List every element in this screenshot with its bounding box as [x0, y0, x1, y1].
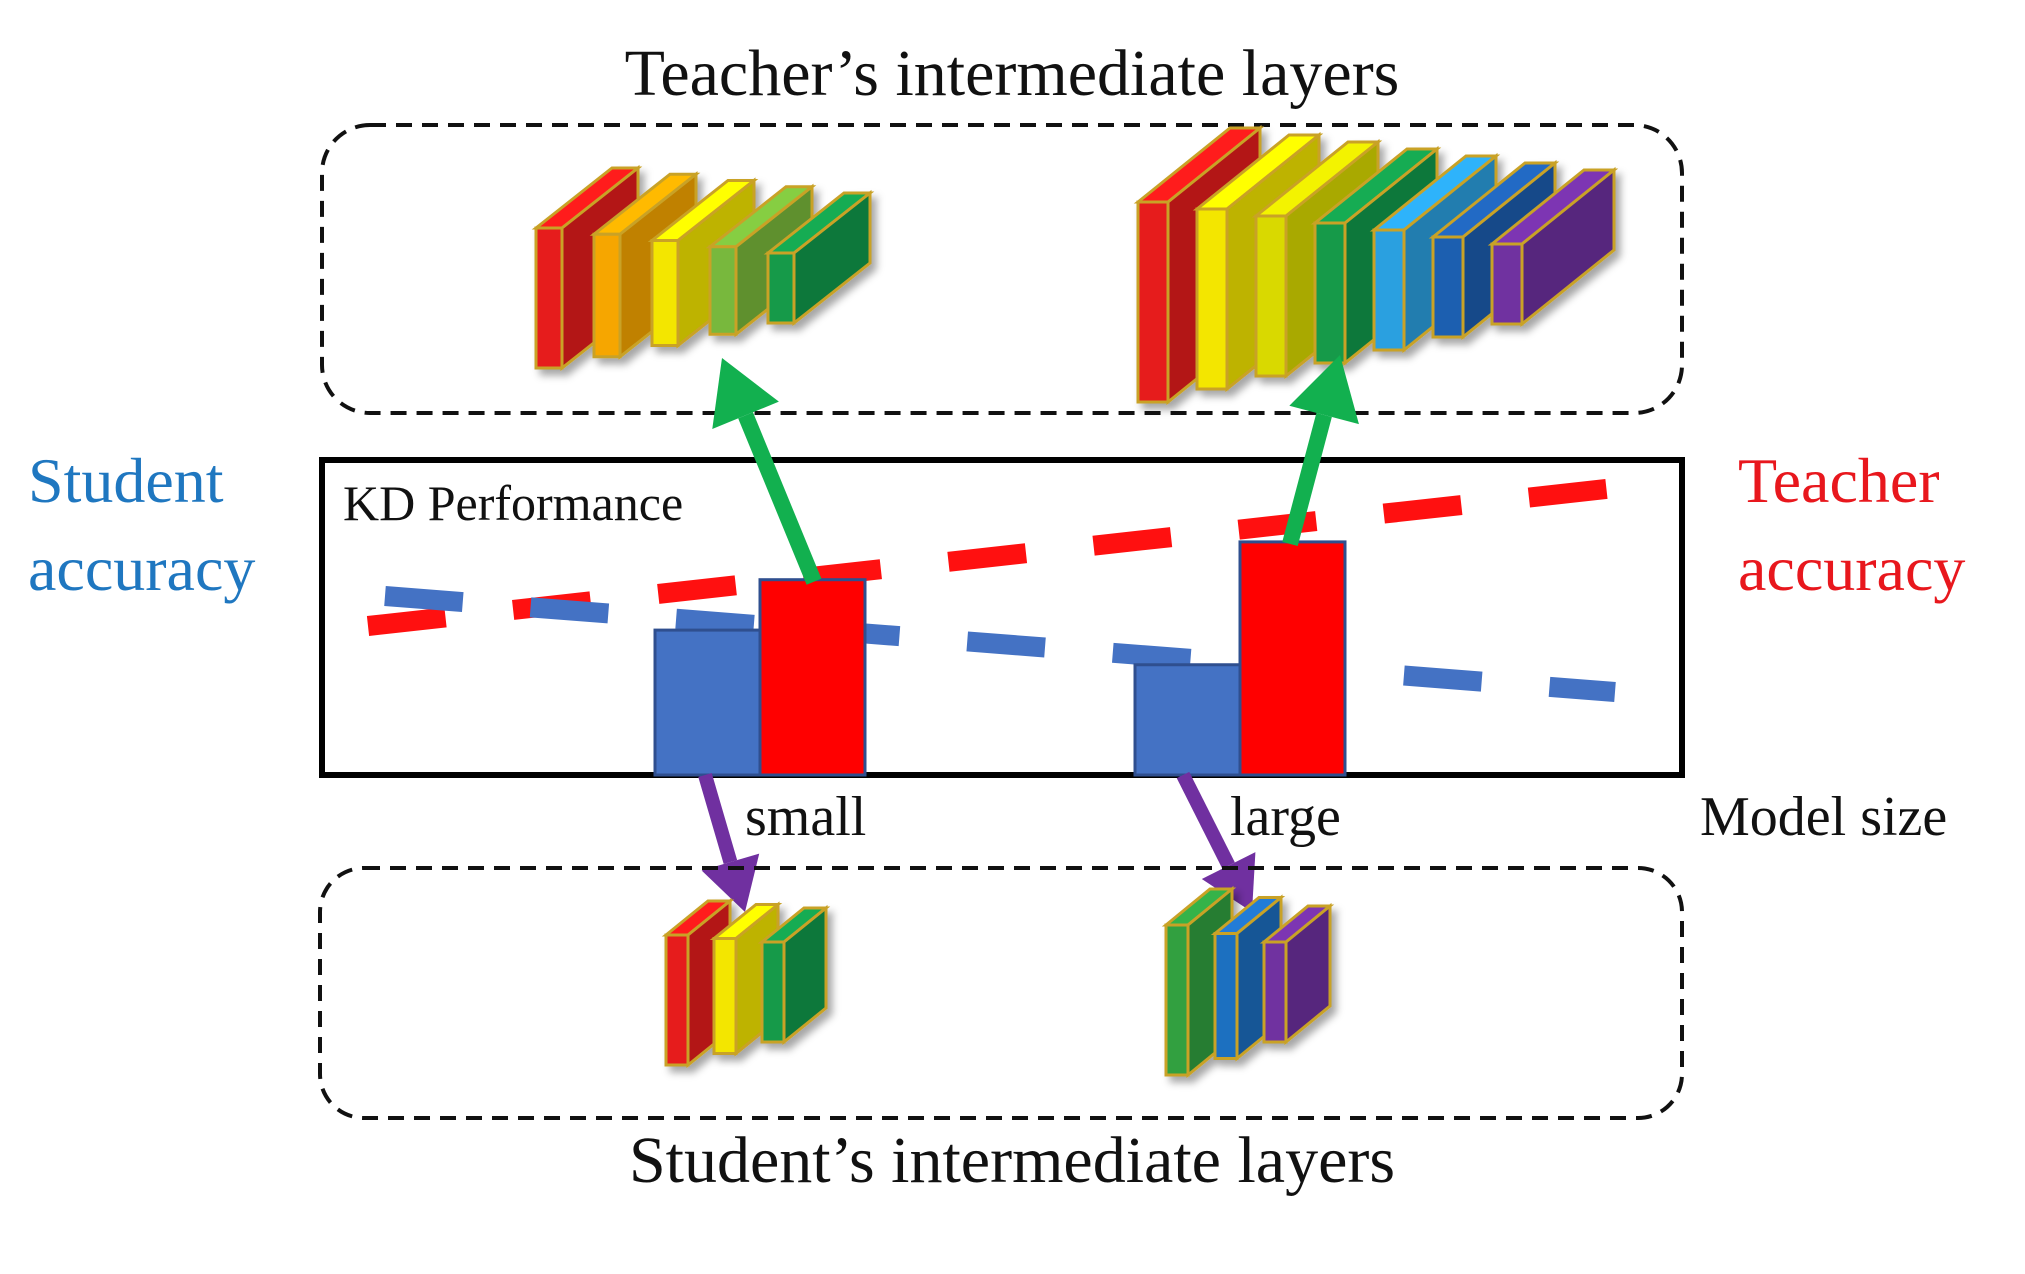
layer-slab: [1259, 902, 1335, 1046]
layer-slab: [757, 904, 831, 1046]
arrowhead: [1201, 852, 1256, 912]
green-arrow-small: [712, 358, 822, 585]
layer-front-face: [650, 239, 680, 347]
layer-slab: [763, 189, 875, 327]
layer-front-face: [664, 933, 690, 1067]
teacher-accuracy-label: Teacher accuracy: [1738, 445, 1965, 604]
bar-student-small: [653, 628, 762, 777]
layer-front-face: [760, 940, 786, 1044]
student-accuracy-line2: accuracy: [28, 533, 255, 604]
layer-front-face: [1372, 228, 1406, 352]
student-layers-box: [318, 866, 1684, 1120]
student-layer-stack: [661, 897, 831, 1069]
teacher-layer-stack: [531, 164, 875, 372]
layer-front-face: [1213, 932, 1239, 1060]
arrowhead: [712, 358, 779, 430]
layer-front-face: [1490, 242, 1524, 326]
student-layer-stacks: [661, 885, 1335, 1079]
kd-performance-label: KD Performance: [343, 475, 683, 531]
arrow-shaft: [1176, 771, 1235, 869]
model-size-label: Model size: [1700, 786, 1947, 848]
category-label-small: small: [745, 786, 866, 848]
layer-slab: [1487, 166, 1619, 328]
teacher-layer-stack: [1133, 124, 1619, 406]
layer-front-face: [712, 937, 738, 1055]
bar-teacher-large: [1238, 540, 1347, 777]
arrow-shaft: [1282, 412, 1332, 546]
bar-student-large: [1133, 663, 1242, 777]
purple-arrow-large: [1176, 771, 1256, 912]
arrow-shaft: [738, 412, 822, 585]
layer-front-face: [766, 251, 796, 325]
teacher-layer-stacks: [531, 124, 1619, 406]
student-accuracy-label: Student accuracy: [28, 445, 255, 604]
layer-front-face: [1431, 235, 1465, 339]
bar-teacher-small: [758, 578, 867, 777]
layer-front-face: [1164, 923, 1190, 1077]
student-layers-title: Student’s intermediate layers: [629, 1124, 1395, 1197]
teacher-layers-title: Teacher’s intermediate layers: [625, 37, 1400, 110]
layer-front-face: [592, 232, 622, 359]
arrow-shaft: [698, 773, 738, 865]
layer-front-face: [534, 226, 564, 370]
teacher-layers-box: [320, 123, 1684, 415]
category-label-large: large: [1230, 786, 1341, 848]
bars: [653, 540, 1347, 777]
layer-front-face: [1195, 207, 1229, 391]
layer-front-face: [1254, 214, 1288, 378]
green-arrow-large: [1282, 355, 1359, 546]
teacher-accuracy-line1: Teacher: [1738, 445, 1940, 516]
arrowhead: [1289, 355, 1359, 425]
student-accuracy-trend-line: [384, 586, 1616, 702]
student-layer-stack: [1161, 885, 1335, 1079]
layer-front-face: [1262, 940, 1288, 1044]
student-accuracy-line1: Student: [28, 445, 224, 516]
layer-front-face: [1313, 221, 1347, 365]
layer-front-face: [708, 245, 738, 336]
teacher-accuracy-line2: accuracy: [1738, 533, 1965, 604]
layer-front-face: [1136, 200, 1170, 404]
